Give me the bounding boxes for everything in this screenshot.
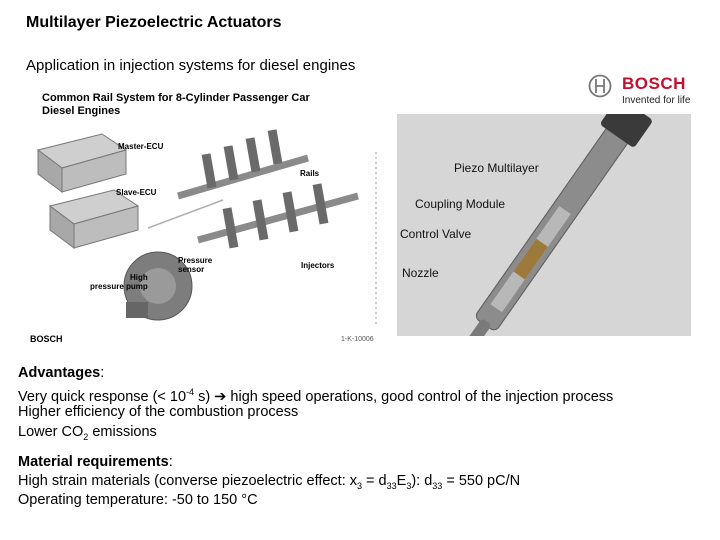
label-master-ecu: Master-ECU [118,142,164,151]
advantages-heading: Advantages: [18,365,105,381]
figure-code: 1-K-10006 [341,336,374,343]
label-rails: Rails [300,169,320,178]
arrow-right-icon: ➔ [214,388,227,405]
high-pressure-pump [123,251,193,321]
label-slave-ecu: Slave-ECU [116,188,157,197]
label-coupling-module: Coupling Module [415,197,506,211]
figure-title-line1: Common Rail System for 8-Cylinder Passen… [42,92,310,104]
master-ecu-box [36,133,128,193]
logo-brand: BOSCH [622,74,686,93]
injectors-group [201,129,329,249]
label-high-pressure-pump: High pressure pump [90,273,148,291]
injector-cutaway-figure: Piezo Multilayer Coupling Module Control… [397,114,691,336]
logo-tagline: Invented for life [622,95,691,106]
bosch-armature-icon [588,74,612,98]
material-strain: High strain materials (converse piezoele… [18,473,521,491]
common-rail-illustration [36,129,377,324]
label-nozzle: Nozzle [402,266,439,280]
label-pressure-sensor: Pressure sensor [178,256,213,274]
advantage-quick-response: Very quick response (< 10-4 s) ➔ high sp… [18,387,614,405]
label-control-valve: Control Valve [400,227,472,241]
rails-lines [147,154,359,244]
slide-subtitle: Application in injection systems for die… [26,57,356,74]
figure-brand: BOSCH [30,334,63,344]
advantage-efficiency: Higher efficiency of the combustion proc… [18,404,299,420]
bosch-logo: BOSCH Invented for life [586,72,696,112]
material-requirements-heading: Material requirements: [18,454,173,470]
figure-title: Common Rail System for 8-Cylinder Passen… [42,92,310,118]
slave-ecu-box [48,189,140,249]
advantage-co2: Lower CO2 emissions [18,424,157,442]
label-injectors: Injectors [301,261,335,270]
figure-title-line2: Diesel Engines [42,105,121,117]
label-piezo-multilayer: Piezo Multilayer [454,161,539,175]
common-rail-figure: Common Rail System for 8-Cylinder Passen… [28,88,380,350]
injector-illustration [458,114,652,336]
slide-title: Multilayer Piezoelectric Actuators [26,14,282,31]
material-temperature: Operating temperature: -50 to 150 °C [18,492,258,508]
